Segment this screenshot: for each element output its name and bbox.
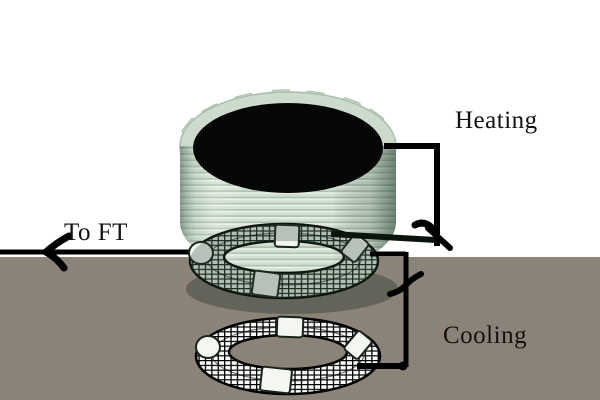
coil-green-tint [190, 224, 378, 298]
lower-coil-ring [194, 315, 382, 396]
coupling-band [195, 335, 221, 359]
coupling-band [273, 223, 301, 249]
coupling-band [250, 269, 282, 299]
coupling-band [259, 365, 293, 395]
line-corner-blob [398, 361, 408, 371]
cooling-line [370, 251, 424, 367]
heating-label: Heating [455, 107, 538, 134]
cooling-label: Cooling [443, 322, 528, 349]
upper-coil-ring [188, 222, 380, 300]
cooling-line-bottom [357, 361, 408, 371]
coupling-band [343, 330, 373, 360]
to-ft-arrowhead [42, 232, 73, 272]
heating-break-mark [425, 225, 453, 251]
coupling-band [188, 241, 214, 265]
cooling-break-mark [387, 271, 424, 297]
coupling-band [275, 315, 305, 339]
heating-line [330, 143, 453, 251]
to-ft-line [0, 232, 193, 272]
vessel-opening [193, 103, 383, 193]
to-ft-label: To FT [64, 219, 128, 246]
